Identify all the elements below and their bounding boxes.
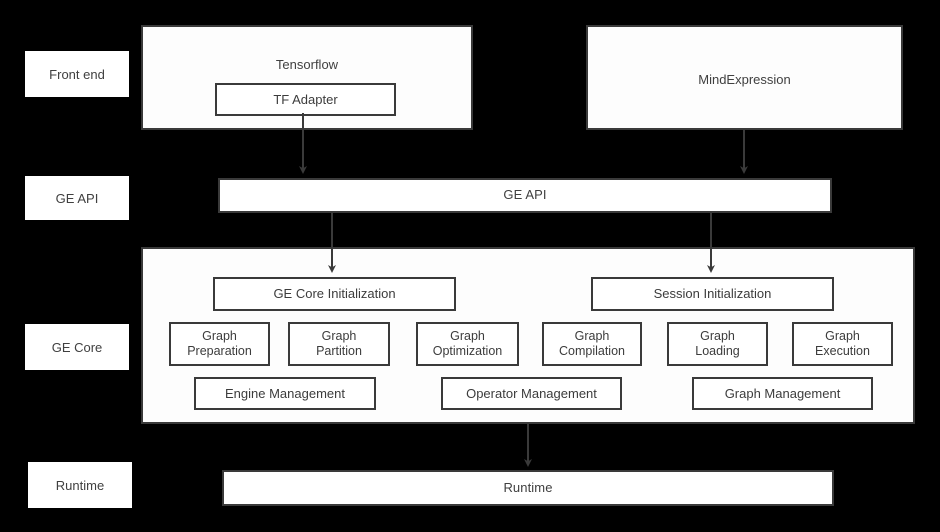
session-initialization-label: Session Initialization — [653, 286, 772, 302]
graph-partition-line2: Partition — [316, 344, 362, 358]
runtime-bar[interactable]: Runtime — [222, 470, 834, 506]
graph-partition-box[interactable]: Graph Partition — [288, 322, 390, 366]
graph-preparation-line2: Preparation — [187, 344, 252, 358]
graph-management-label: Graph Management — [724, 385, 841, 401]
tf-adapter-box[interactable]: TF Adapter — [215, 83, 396, 116]
graph-loading-line2: Loading — [695, 344, 740, 358]
ge-core-initialization-label: GE Core Initialization — [273, 286, 396, 302]
stage-label-ge-core-text: GE Core — [51, 339, 103, 355]
graph-compilation-line1: Graph — [574, 329, 610, 343]
graph-optimization-box[interactable]: Graph Optimization — [416, 322, 519, 366]
stage-label-ge-core: GE Core — [25, 324, 129, 370]
graph-execution-line2: Execution — [815, 344, 870, 358]
operator-management-box[interactable]: Operator Management — [441, 377, 622, 410]
ge-api-bar-label: GE API — [503, 187, 547, 203]
graph-compilation-line2: Compilation — [558, 344, 625, 358]
graph-partition-line1: Graph — [321, 329, 357, 343]
tf-adapter-label: TF Adapter — [273, 91, 338, 107]
ge-core-container: GE Core Initialization Session Initializ… — [141, 247, 915, 424]
stage-label-front-end-text: Front end — [49, 66, 105, 82]
mindexpression-container: MindExpression — [586, 25, 903, 130]
stage-label-runtime-text: Runtime — [55, 477, 105, 493]
graph-management-box[interactable]: Graph Management — [692, 377, 873, 410]
operator-management-label: Operator Management — [466, 385, 597, 401]
graph-execution-box[interactable]: Graph Execution — [792, 322, 893, 366]
stage-label-runtime: Runtime — [28, 462, 132, 508]
stage-label-ge-api: GE API — [25, 176, 129, 220]
engine-management-box[interactable]: Engine Management — [194, 377, 376, 410]
graph-preparation-box[interactable]: Graph Preparation — [169, 322, 270, 366]
ge-api-bar[interactable]: GE API — [218, 178, 832, 213]
graph-optimization-line1: Graph — [450, 329, 485, 343]
graph-loading-box[interactable]: Graph Loading — [667, 322, 768, 366]
ge-core-initialization-box[interactable]: GE Core Initialization — [213, 277, 456, 311]
graph-execution-line1: Graph — [825, 329, 860, 343]
tensorflow-container: Tensorflow TF Adapter — [141, 25, 473, 130]
graph-compilation-box[interactable]: Graph Compilation — [542, 322, 642, 366]
tensorflow-label: Tensorflow — [275, 57, 339, 72]
stage-label-front-end: Front end — [25, 51, 129, 97]
graph-loading-line1: Graph — [700, 329, 735, 343]
stage-label-ge-api-text: GE API — [55, 190, 99, 206]
engine-management-label: Engine Management — [225, 385, 345, 401]
session-initialization-box[interactable]: Session Initialization — [591, 277, 834, 311]
runtime-bar-label: Runtime — [503, 479, 553, 495]
graph-optimization-line2: Optimization — [432, 344, 503, 358]
mindexpression-label: MindExpression — [698, 72, 791, 87]
graph-preparation-line1: Graph — [202, 329, 237, 343]
